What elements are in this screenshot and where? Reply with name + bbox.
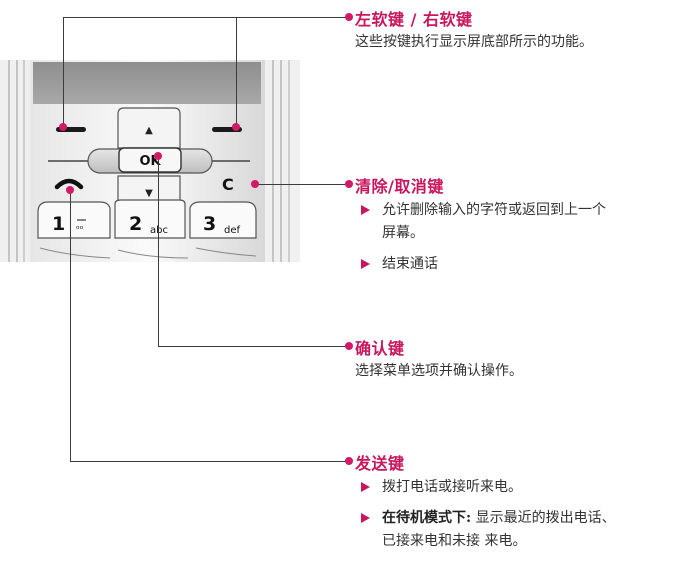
callout-dot-send-heading xyxy=(345,457,353,465)
soft-keys-title: 左软键 / 右软键 xyxy=(355,10,473,29)
callout-line-send-key-vertical xyxy=(70,190,72,461)
send-key-title: 发送键 xyxy=(355,454,405,473)
callout-dot-right-soft-key xyxy=(232,123,240,131)
callout-line-confirm-key xyxy=(158,346,347,348)
key-3-letters: def xyxy=(224,225,241,236)
callout-dot-left-soft-key xyxy=(59,123,67,131)
key-3 xyxy=(189,201,257,239)
key-1-voicemail-icon: ᵒᵒ xyxy=(76,225,84,235)
bullet-triangle-icon xyxy=(361,205,370,215)
callout-line-clear-key xyxy=(255,184,347,186)
bullet-triangle-icon xyxy=(361,482,370,492)
callout-line-confirm-key-vertical xyxy=(158,155,160,346)
bullet-triangle-icon xyxy=(361,259,370,269)
list-item: 允许删除输入的字符或返回到上一个 屏幕。 xyxy=(359,199,689,245)
callout-dot-confirm-heading xyxy=(345,342,353,350)
clear-key-label: C xyxy=(222,175,234,194)
up-arrow-icon: ▲ xyxy=(145,125,153,136)
ok-key xyxy=(118,147,182,173)
soft-keys-description: 这些按键执行显示屏底部所示的功能。 xyxy=(355,34,593,50)
list-item: 结束通话 xyxy=(359,253,689,276)
confirm-key-title: 确认键 xyxy=(355,339,405,358)
list-item: 在待机模式下: 显示最近的拨出电话、 已接来电和未接 来电。 xyxy=(359,507,697,553)
callout-dot-clear-key xyxy=(251,180,259,188)
down-arrow-icon: ▼ xyxy=(145,188,153,199)
callout-dot-clear-heading xyxy=(345,180,353,188)
clear-key-title: 清除/取消键 xyxy=(355,177,444,196)
nav-up-key xyxy=(117,107,181,149)
key-1-digit: 1 xyxy=(52,213,65,235)
clear-key-bullet-list: 允许删除输入的字符或返回到上一个 屏幕。 结束通话 xyxy=(359,199,689,284)
key-2-digit: 2 xyxy=(129,213,142,235)
phone-screen xyxy=(33,62,261,104)
callout-line-soft-keys xyxy=(63,17,347,19)
key-1 xyxy=(37,201,111,239)
send-key-handset-icon xyxy=(54,178,84,190)
callout-line-left-soft-key xyxy=(63,17,65,125)
callout-dot-ok-key xyxy=(154,152,162,160)
key-2 xyxy=(114,199,186,239)
phone-side-left xyxy=(0,60,30,262)
callout-dot-send-key xyxy=(66,186,74,194)
bullet-triangle-icon xyxy=(361,513,370,523)
phone-keypad-illustration: ▲ ▼ OK C 1 ᵒᵒ 2 abc 3 def xyxy=(0,60,300,262)
key-3-digit: 3 xyxy=(203,213,216,235)
send-key-bullet-list: 拨打电话或接听来电。 在待机模式下: 显示最近的拨出电话、 已接来电和未接 来电… xyxy=(359,476,697,561)
callout-dot-soft-keys-heading xyxy=(345,13,353,21)
confirm-key-description: 选择菜单选项并确认操作。 xyxy=(355,363,523,379)
callout-line-send-key xyxy=(70,461,347,463)
phone-side-right xyxy=(265,60,300,262)
list-item: 拨打电话或接听来电。 xyxy=(359,476,697,499)
callout-line-right-soft-key xyxy=(236,17,238,125)
